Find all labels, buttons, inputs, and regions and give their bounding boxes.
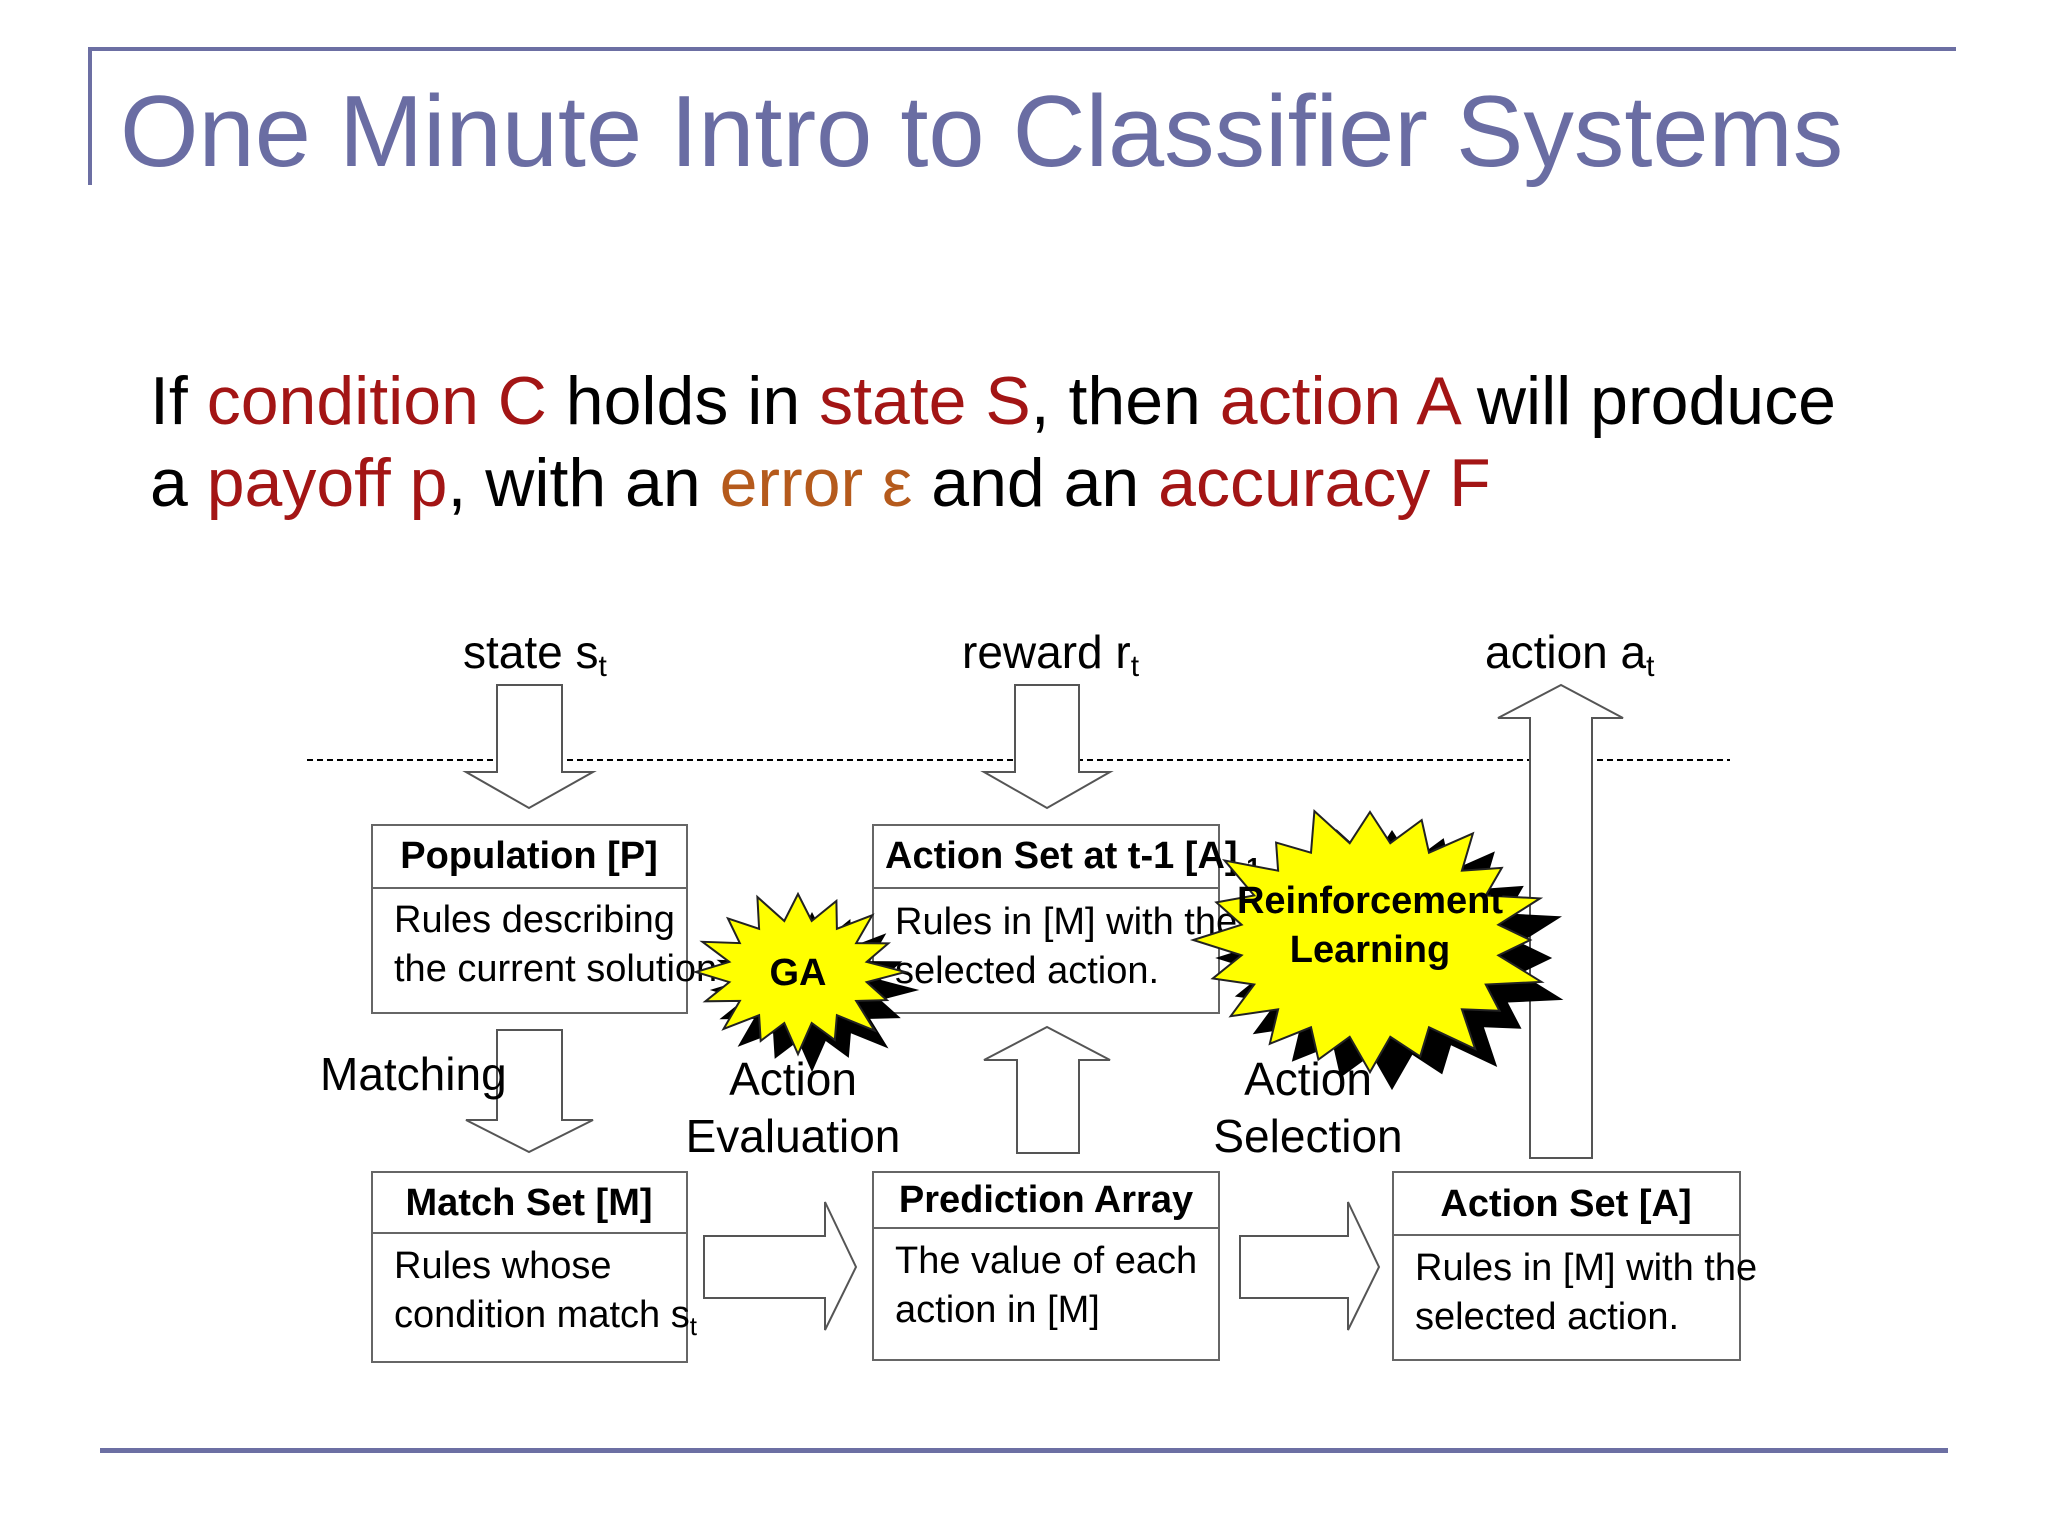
previous-action-set-title: Action Set at t-1 [A]-1	[885, 835, 1261, 882]
term-accuracy: accuracy F	[1158, 445, 1491, 521]
action-selection-label-2: Selection	[1213, 1110, 1402, 1162]
ga-label: GA	[770, 952, 827, 994]
slide-title: One Minute Intro to Classifier Systems	[120, 76, 1844, 188]
reward-input-arrow	[980, 684, 1114, 810]
reinforcement-learning-burst: Reinforcement Learning	[1189, 808, 1564, 1091]
term-action: action A	[1219, 363, 1458, 439]
rl-label-2: Learning	[1290, 929, 1450, 971]
intro-text: will produce	[1457, 363, 1836, 439]
population-box: Population [P] Rules describing the curr…	[371, 824, 717, 1014]
action-output-arrow	[1497, 683, 1624, 1159]
rl-label-1: Reinforcement	[1237, 880, 1503, 922]
prediction-up-arrow	[983, 1025, 1111, 1154]
prediction-to-action-arrow	[1239, 1201, 1381, 1331]
match-set-title: Match Set [M]	[406, 1182, 653, 1224]
prediction-array-text-1: The value of each	[895, 1240, 1197, 1282]
intro-text: , with an	[447, 445, 720, 521]
prediction-array-box: Prediction Array The value of each actio…	[872, 1171, 1220, 1361]
state-input-arrow	[462, 684, 597, 810]
term-error: error ε	[719, 445, 913, 521]
action-evaluation-label-1: Action	[729, 1053, 857, 1105]
term-condition: condition C	[206, 363, 547, 439]
bottom-rule	[100, 1448, 1948, 1453]
state-label: state st	[463, 626, 608, 683]
population-text-1: Rules describing	[394, 899, 675, 941]
intro-text: holds in	[546, 363, 820, 439]
ga-burst: GA	[692, 891, 920, 1073]
prediction-array-text-2: action in [M]	[895, 1289, 1100, 1331]
left-rule	[88, 47, 92, 185]
term-payoff: payoff p	[206, 445, 448, 521]
matching-arrow	[465, 1029, 594, 1154]
matching-label: Matching	[320, 1048, 507, 1100]
action-output-label: action at	[1485, 626, 1655, 683]
intro-text: a	[150, 445, 207, 521]
action-set-box: Action Set [A] Rules in [M] with the sel…	[1392, 1171, 1757, 1361]
intro-line-2: a payoff p, with an error ε and an accur…	[150, 442, 1950, 524]
rl-burst-shape	[1189, 808, 1545, 1075]
action-set-title: Action Set [A]	[1440, 1183, 1691, 1225]
intro-text: , then	[1030, 363, 1220, 439]
match-set-text-2: condition match st	[394, 1294, 698, 1341]
match-set-text-1: Rules whose	[394, 1245, 612, 1287]
population-title: Population [P]	[400, 835, 658, 877]
intro-statement: If condition C holds in state S, then ac…	[150, 360, 1950, 524]
match-set-box: Match Set [M] Rules whose condition matc…	[371, 1171, 698, 1363]
term-state: state S	[819, 363, 1031, 439]
ga-burst-shape	[692, 891, 910, 1057]
previous-action-set-text-1: Rules in [M] with the	[895, 901, 1237, 943]
top-rule	[88, 47, 1956, 51]
intro-line-1: If condition C holds in state S, then ac…	[150, 360, 1950, 442]
action-set-text-2: selected action.	[1415, 1296, 1679, 1338]
intro-text: and an	[912, 445, 1159, 521]
action-evaluation-label-2: Evaluation	[686, 1110, 901, 1162]
previous-action-set-text-2: selected action.	[895, 950, 1159, 992]
previous-action-set-box: Action Set at t-1 [A]-1 Rules in [M] wit…	[872, 824, 1261, 1014]
action-set-text-1: Rules in [M] with the	[1415, 1247, 1757, 1289]
population-text-2: the current solution	[394, 948, 717, 990]
reward-label: reward rt	[962, 626, 1140, 683]
intro-text: If	[150, 363, 207, 439]
match-to-prediction-arrow	[703, 1201, 858, 1331]
prediction-array-title: Prediction Array	[899, 1179, 1193, 1221]
